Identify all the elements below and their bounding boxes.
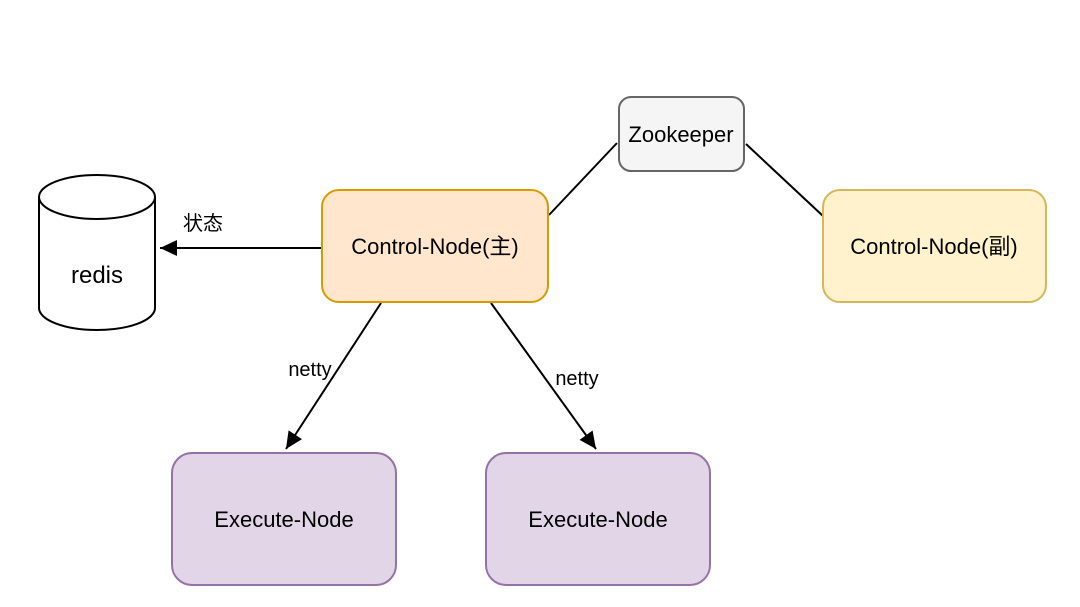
execute-left-label: Execute-Node <box>214 507 353 532</box>
redis-cylinder-rim <box>38 196 156 220</box>
edge-netty-right-label: netty <box>555 368 598 390</box>
edge-zookeeper-to-control-backup <box>745 143 824 217</box>
node-control-main: Control-Node(主) <box>321 189 549 303</box>
edge-zookeeper-control-main-line <box>548 142 618 216</box>
execute-right-box <box>485 452 711 586</box>
edge-netty-right-line <box>490 302 597 450</box>
zookeeper-label: Zookeeper <box>628 122 733 147</box>
control-backup-box <box>822 189 1047 303</box>
redis-cylinder-shape <box>38 174 156 331</box>
node-control-backup: Control-Node(副) <box>822 189 1047 303</box>
execute-right-label: Execute-Node <box>528 507 667 532</box>
control-backup-label: Control-Node(副) <box>850 234 1018 259</box>
control-main-label: Control-Node(主) <box>351 234 519 259</box>
execute-left-box <box>171 452 397 586</box>
edge-zookeeper-control-backup-line <box>745 143 824 217</box>
node-execute-right: Execute-Node <box>485 452 711 586</box>
edge-netty-left-label: netty <box>288 359 331 381</box>
node-redis: redis <box>38 174 156 331</box>
node-execute-left: Execute-Node <box>171 452 397 586</box>
edge-status: 状态 <box>160 212 322 256</box>
zookeeper-box <box>618 96 745 172</box>
control-main-box <box>321 189 549 303</box>
edge-netty-left-line <box>285 302 382 450</box>
edge-status-label: 状态 <box>183 212 223 235</box>
edge-zookeeper-to-control-main <box>548 142 618 216</box>
edge-netty-right: netty <box>490 302 599 450</box>
redis-label: redis <box>71 262 123 289</box>
edge-netty-left: netty <box>285 302 382 450</box>
node-zookeeper: Zookeeper <box>618 96 745 172</box>
